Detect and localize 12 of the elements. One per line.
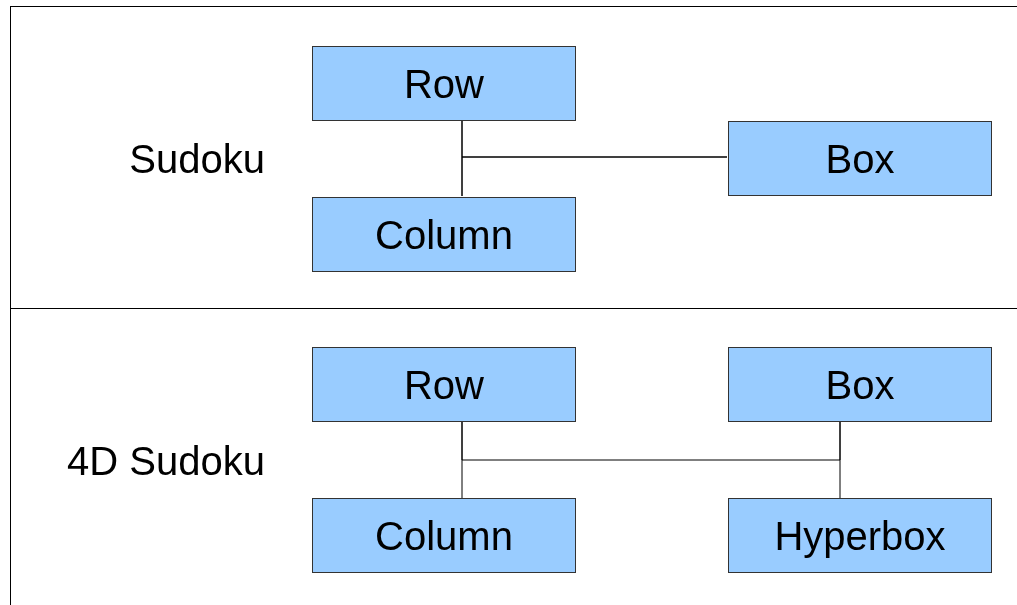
process-box: Row: [312, 347, 576, 422]
section-label: Sudoku: [129, 136, 265, 182]
section-label: 4D Sudoku: [67, 438, 265, 484]
process-box: Box: [728, 121, 992, 196]
process-box: Row: [312, 46, 576, 121]
connector-line: [461, 421, 841, 461]
section-panel: [10, 6, 1017, 309]
process-box: Column: [312, 498, 576, 573]
process-box: Hyperbox: [728, 498, 992, 573]
process-box: Box: [728, 347, 992, 422]
connector-line: [461, 156, 728, 197]
process-box: Column: [312, 197, 576, 272]
